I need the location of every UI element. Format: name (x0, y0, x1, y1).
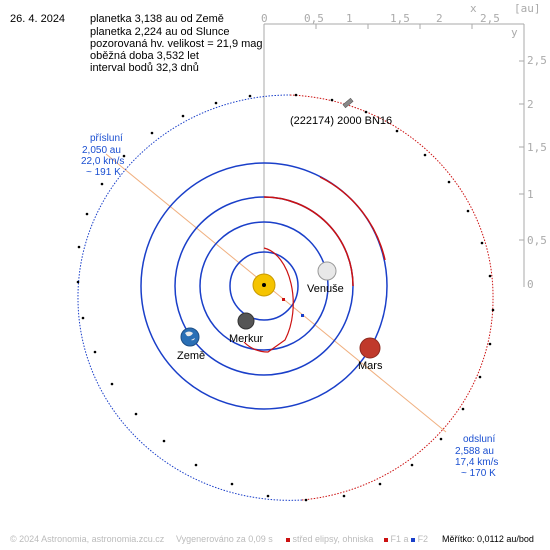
y-tick-label-3: 1 (527, 188, 534, 201)
x-tick-label-3: 1,5 (390, 12, 410, 25)
info-line-period: oběžná doba 3,532 let (90, 50, 199, 62)
aphelion-title: odsluní (463, 434, 495, 445)
asteroid-label: (222174) 2000 BN16 (290, 115, 392, 127)
aphelion-distance: 2,588 au (455, 446, 494, 457)
f2-legend-swatch (411, 537, 416, 542)
earth-icon (180, 327, 200, 347)
y-tick-label-4: 0,5 (527, 234, 547, 247)
apsis-line (105, 153, 447, 433)
info-line-distance-sun: planetka 2,224 au od Slunce (90, 26, 230, 38)
info-line-magnitude: pozorovaná hv. velikost = 21,9 mag (90, 38, 263, 50)
earth-clouds (185, 331, 195, 341)
earth-label: Země (177, 350, 205, 362)
x-tick-label-4: 2 (436, 12, 443, 25)
x-tick-label-1: 0,5 (304, 12, 324, 25)
perihelion-speed: 22,0 km/s (81, 156, 124, 167)
mars-orbit (140, 162, 388, 410)
asteroid-orbit (77, 94, 494, 501)
mars-icon (359, 337, 381, 359)
axis-unit: [au] (514, 2, 541, 15)
venus-orbit (199, 221, 329, 351)
legend-center-text: střed elipsy, ohniska (292, 534, 374, 544)
x-tick-label-5: 2,5 (480, 12, 500, 25)
info-line-distance-earth: planetka 3,138 au od Země (90, 13, 224, 25)
x-axis-marker: x (470, 2, 477, 15)
footer-legend-foci: F1 a F2 (384, 534, 428, 544)
perihelion-temp: ~ 191 K (86, 167, 121, 178)
mars-orbit-red-arc (319, 176, 386, 261)
y-tick-label-0: 2,5 (527, 54, 547, 67)
focus-f2-marker (301, 314, 304, 317)
ellipse-center-marker (282, 298, 285, 301)
y-tick-label-2: 1,5 (527, 141, 547, 154)
y-ticks (519, 60, 524, 241)
x-tick-label-0: 0 (261, 12, 268, 25)
mars-label: Mars (358, 360, 383, 372)
perihelion-distance: 2,050 au (82, 145, 121, 156)
aphelion-temp: ~ 170 K (461, 468, 496, 479)
footer-scale: Měřítko: 0,0112 au/bod (442, 534, 534, 544)
date-label: 26. 4. 2024 (10, 13, 66, 25)
venus-label: Venuše (307, 283, 344, 295)
y-axis-marker: y (511, 26, 518, 39)
asteroid-marker (342, 97, 354, 109)
sun-center-dot (262, 283, 266, 287)
venus-icon (317, 261, 337, 281)
x-tick-label-2: 1 (346, 12, 353, 25)
inner-red-arc (243, 247, 294, 353)
info-line-interval: interval bodů 32,3 dnů (90, 62, 199, 74)
y-tick-label-1: 2 (527, 98, 534, 111)
footer-legend-center: střed elipsy, ohniska (286, 534, 373, 544)
center-legend-swatch (286, 537, 290, 542)
f1-legend-swatch (384, 537, 388, 542)
mercury-icon (237, 312, 255, 330)
x-ticks (315, 24, 473, 29)
earth-orbit-red-arc (263, 196, 354, 287)
footer-copyright: © 2024 Astronomia, astronomia.zcu.cz (10, 534, 165, 544)
perihelion-title: přísluní (90, 133, 123, 144)
legend-f2-text: F2 (417, 534, 429, 544)
aphelion-speed: 17,4 km/s (455, 457, 498, 468)
footer-generated: Vygenerováno za 0,09 s (176, 534, 273, 544)
legend-f1-text: F1 a (390, 534, 409, 544)
y-tick-label-5: 0 (527, 278, 534, 291)
asteroid-orbit-points (76, 93, 495, 502)
mercury-orbit (229, 251, 299, 321)
mercury-label: Merkur (229, 333, 264, 345)
